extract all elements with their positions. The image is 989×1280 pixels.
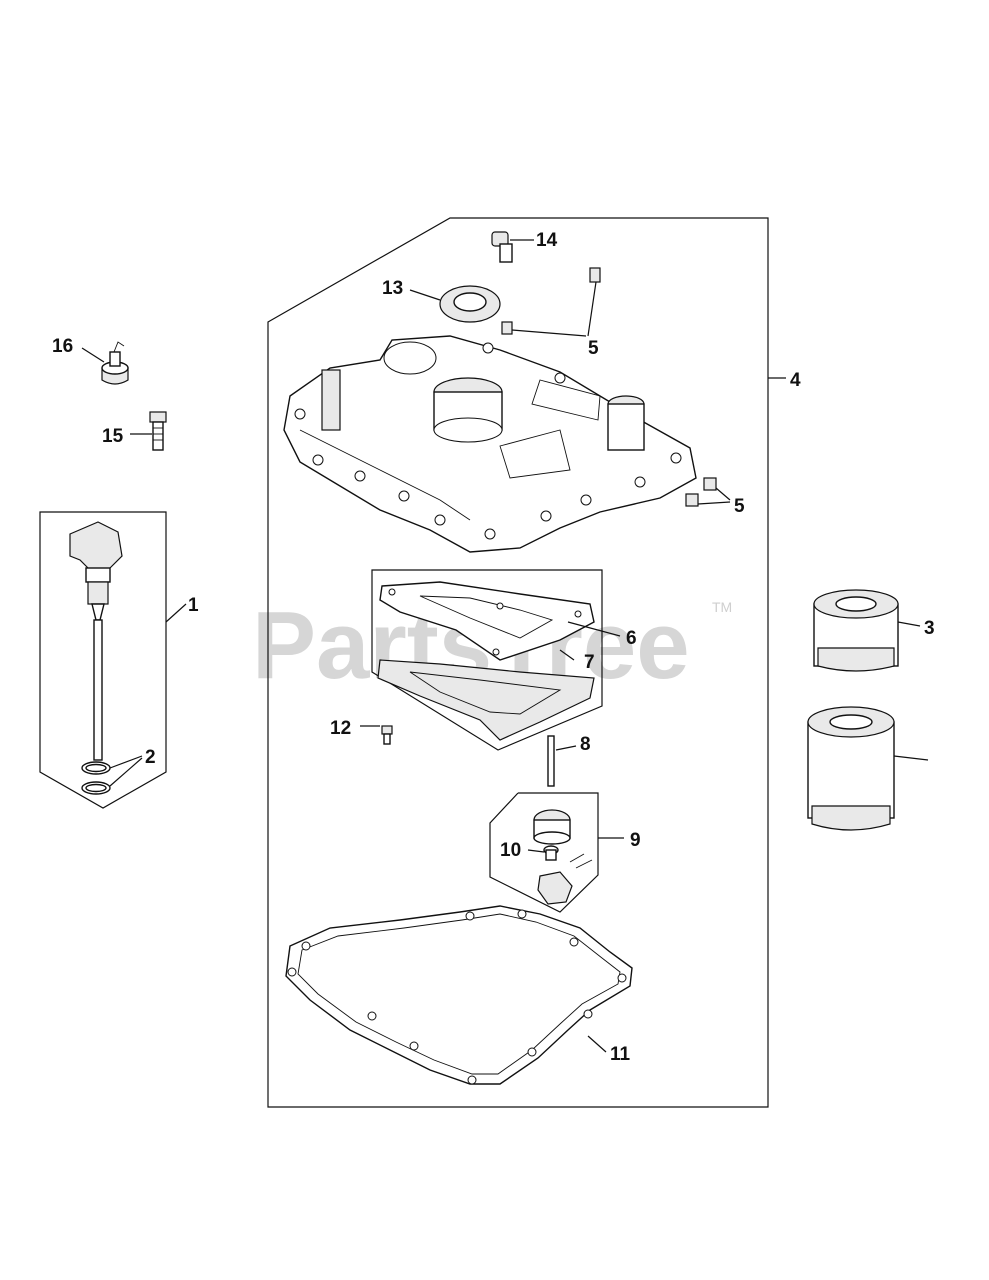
screw-part [381, 725, 393, 745]
callout-15: 15 [102, 426, 124, 447]
oil-seal-part [439, 285, 501, 323]
oil-pump-frame [489, 792, 599, 913]
dipstick-frame [39, 511, 167, 809]
leader-13 [409, 289, 441, 301]
leader-11 [587, 1035, 607, 1053]
callout-5-upper: 5 [588, 338, 599, 359]
callout-6: 6 [626, 628, 637, 649]
plug-part-c [703, 477, 717, 491]
callout-1: 1 [188, 595, 199, 616]
dipstick-part [69, 521, 123, 761]
callout-2: 2 [145, 747, 156, 768]
leader-1 [165, 603, 187, 623]
leader-2a [109, 755, 143, 769]
callout-12: 12 [330, 718, 351, 739]
oil-pump-part [533, 809, 593, 905]
elbow-fitting-part [491, 231, 513, 263]
callout-10: 10 [500, 840, 521, 861]
leader-7 [559, 649, 575, 661]
leader-3b [893, 755, 929, 761]
leader-2b [109, 757, 143, 787]
leader-16 [81, 347, 105, 363]
leader-5d [697, 501, 731, 505]
callout-11: 11 [610, 1044, 631, 1065]
callout-9: 9 [630, 830, 641, 851]
leader-5a [587, 281, 597, 337]
pump-pin-part [543, 845, 559, 861]
callout-4: 4 [790, 370, 801, 391]
watermark-trademark: TM [712, 599, 732, 615]
callout-14: 14 [536, 230, 558, 251]
bolt-part [149, 411, 167, 451]
oil-pressure-switch-part [101, 341, 129, 385]
callout-3: 3 [924, 618, 935, 639]
oil-filter-part-bottom [807, 706, 895, 831]
pump-shaft-part [547, 735, 555, 787]
callout-8: 8 [580, 734, 591, 755]
base-gasket-part [285, 905, 633, 1085]
leader-5c [715, 487, 731, 501]
o-rings-part [81, 761, 111, 795]
assembly-frame [267, 217, 769, 1108]
plug-part-d [685, 493, 699, 507]
leader-3 [897, 621, 921, 627]
gasket-part-lower [377, 659, 595, 741]
leader-8 [555, 745, 577, 751]
leader-6 [567, 621, 621, 637]
gasket-part-upper [379, 581, 595, 661]
callout-13: 13 [382, 278, 403, 299]
oil-filter-part-top [813, 589, 899, 672]
callout-5-lower: 5 [734, 496, 745, 517]
closure-plate-part [283, 335, 697, 553]
plug-part-a [589, 267, 601, 283]
gasket-frame [371, 569, 603, 751]
leader-5b [511, 329, 587, 337]
callout-16: 16 [52, 336, 73, 357]
leader-10 [527, 849, 545, 853]
callout-7: 7 [584, 652, 595, 673]
plug-part-b [501, 321, 513, 335]
